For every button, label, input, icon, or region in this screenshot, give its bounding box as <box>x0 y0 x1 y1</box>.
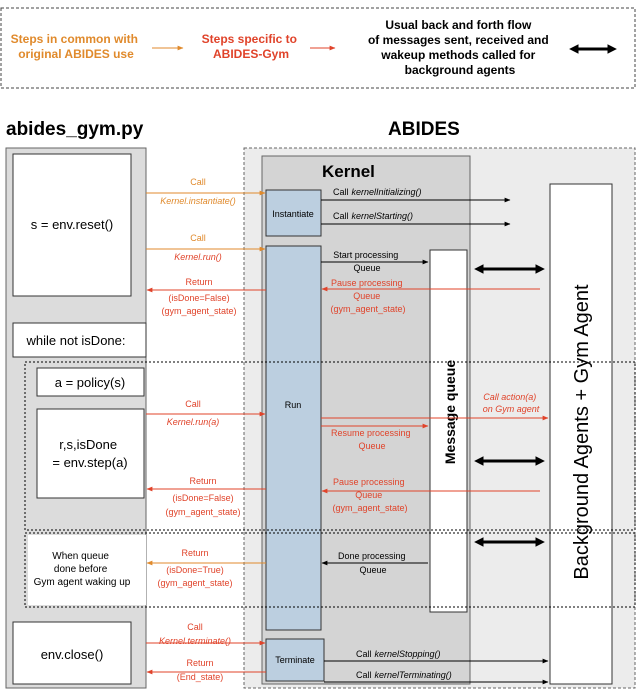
policy-text: a = policy(s) <box>55 375 125 390</box>
label-return-1b: (gym_agent_state) <box>161 306 236 316</box>
queue-done-box <box>28 535 146 605</box>
title-abides-gym: abides_gym.py <box>6 119 144 140</box>
label-return-4: Return <box>186 658 213 668</box>
terminate-label: Terminate <box>275 655 315 665</box>
label-return-4a: (End_state) <box>177 672 224 682</box>
label-call-4: Call <box>187 622 203 632</box>
label-return-2: Return <box>189 476 216 486</box>
legend-black-text: Usual back and forth flow of messages se… <box>368 18 552 77</box>
legend-orange-text: Steps in common with original ABIDES use <box>11 32 142 61</box>
gym-kernel-arrows: Call Kernel.instantiate() Call Kernel.ru… <box>146 177 266 682</box>
label-return-3b: (gym_agent_state) <box>157 578 232 588</box>
close-box <box>12 621 132 685</box>
terminate-box <box>265 638 325 682</box>
label-return-2a: (isDone=False) <box>172 493 233 503</box>
msg-resume: Resume processing Queue <box>331 428 413 451</box>
instantiate-box <box>265 189 322 237</box>
agents-box <box>549 183 613 685</box>
label-return-1: Return <box>185 277 212 287</box>
label-return-3: Return <box>181 548 208 558</box>
label-call-2: Call <box>190 233 206 243</box>
message-queue-box <box>429 249 468 613</box>
label-run-call: Kernel.run() <box>174 252 222 262</box>
label-instantiate-call: Kernel.instantiate() <box>160 196 236 206</box>
kernel-title: Kernel <box>322 162 375 181</box>
queue-done-region <box>24 532 636 608</box>
while-text: while not isDone: <box>26 333 126 348</box>
label-run-call-a: Kernel.run(a) <box>167 417 220 427</box>
msg-action: Call action(a) on Gym agent <box>483 392 540 414</box>
label-call-3: Call <box>185 399 201 409</box>
step-box <box>36 408 145 499</box>
step-text: r,s,isDone = env.step(a) <box>52 437 127 470</box>
message-queue-label: Message queue <box>442 360 458 464</box>
loop-region <box>24 361 636 531</box>
reset-text: s = env.reset() <box>31 217 113 232</box>
label-terminate-call: Kernel.terminate() <box>159 636 231 646</box>
title-abides: ABIDES <box>388 119 460 140</box>
msg-pause-2: Pause processing Queue (gym_agent_state) <box>332 477 407 513</box>
close-text: env.close() <box>41 647 104 662</box>
run-box <box>265 245 322 631</box>
run-label: Run <box>285 400 302 410</box>
agents-label: Background Agents + Gym Agent <box>571 284 593 580</box>
policy-box <box>36 367 145 397</box>
msg-pause-1: Pause processing Queue (gym_agent_state) <box>330 278 405 314</box>
label-call-1: Call <box>190 177 206 187</box>
legend: Steps in common with original ABIDES use… <box>0 7 636 89</box>
instantiate-label: Instantiate <box>272 209 314 219</box>
while-box <box>12 322 147 358</box>
legend-red-text: Steps specific to ABIDES-Gym <box>202 32 301 61</box>
label-return-2b: (gym_agent_state) <box>165 507 240 517</box>
queue-done-text: When queue done before Gym agent waking … <box>34 551 131 588</box>
label-return-1a: (isDone=False) <box>168 293 229 303</box>
msg-done-processing: Done processing Queue <box>338 551 408 575</box>
label-return-3a: (isDone=True) <box>166 565 223 575</box>
reset-box <box>12 153 132 297</box>
msg-start-processing: Start processing Queue <box>333 250 401 273</box>
